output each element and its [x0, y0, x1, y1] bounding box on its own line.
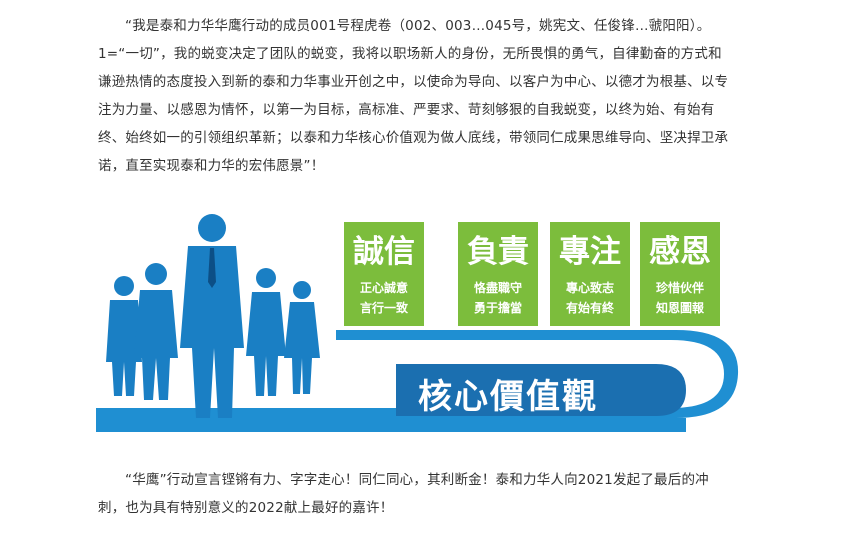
card-title-4: 感恩 [649, 234, 711, 270]
intro-paragraph: “我是泰和力华华鹰行动的成员001号程虎卷（002、003…045号，姚宪文、任… [98, 12, 778, 180]
value-card-3: 專注 專心致志 有始有終 [550, 222, 630, 326]
business-team-silhouette [106, 214, 320, 418]
card-line2-4: 知恩圖報 [655, 300, 705, 315]
core-title-band [396, 364, 686, 416]
card-line2-1: 言行一致 [360, 300, 409, 315]
intro-line-1: “我是泰和力华华鹰行动的成员001号程虎卷（002、003…045号，姚宪文、任… [125, 18, 711, 34]
card-line2-2: 勇于擔當 [474, 300, 522, 315]
card-title-3: 專注 [559, 234, 621, 270]
closing-line-1: “华鹰”行动宣言铿锵有力、字字走心！同仁同心，其利断金！泰和力华人向2021发起… [125, 472, 709, 488]
leader-tie [208, 248, 216, 288]
closing-paragraph: “华鹰”行动宣言铿锵有力、字字走心！同仁同心，其利断金！泰和力华人向2021发起… [98, 466, 778, 522]
card-title-1: 誠信 [353, 234, 415, 270]
card-line1-4: 珍惜伙伴 [656, 280, 704, 295]
core-title: 核心價值觀 [418, 377, 598, 417]
value-card-2: 負責 恪盡職守 勇于擔當 [458, 222, 538, 326]
card-line1-3: 專心致志 [566, 280, 614, 295]
card-title-2: 負責 [467, 234, 529, 270]
card-line1-2: 恪盡職守 [473, 280, 522, 295]
value-card-4: 感恩 珍惜伙伴 知恩圖報 [640, 222, 720, 326]
intro-line-5: 终、始终如一的引领组织革新；以泰和力华核心价值观为做人底线，带领同仁成果思维导向… [98, 130, 729, 146]
ribbon-bottom-bar [96, 418, 686, 432]
closing-line-2: 刺，也为具有特别意义的2022献上最好的嘉许！ [98, 500, 394, 516]
card-line1-1: 正心誠意 [360, 280, 408, 295]
intro-line-2: 1=“一切”，我的蜕变决定了团队的蜕变，我将以职场新人的身份，无所畏惧的勇气，自… [98, 46, 722, 62]
card-line2-3: 有始有終 [566, 300, 615, 315]
value-card-1: 誠信 正心誠意 言行一致 [344, 222, 424, 326]
intro-line-4: 注为力量、以感恩为情怀，以第一为目标，高标准、严要求、苛刻够狠的自我蜕变，以终为… [98, 102, 715, 118]
intro-line-3: 谦逊热情的态度投入到新的泰和力华事业开创之中，以使命为导向、以客户为中心、以德才… [98, 74, 729, 90]
core-values-banner: 核心價值觀 誠信 正心誠意 言行一致 負責 恪盡職守 勇于擔當 專注 專心致志 … [96, 214, 739, 432]
intro-line-6: 诺，直至实现泰和力华的宏伟愿景”！ [98, 158, 325, 174]
